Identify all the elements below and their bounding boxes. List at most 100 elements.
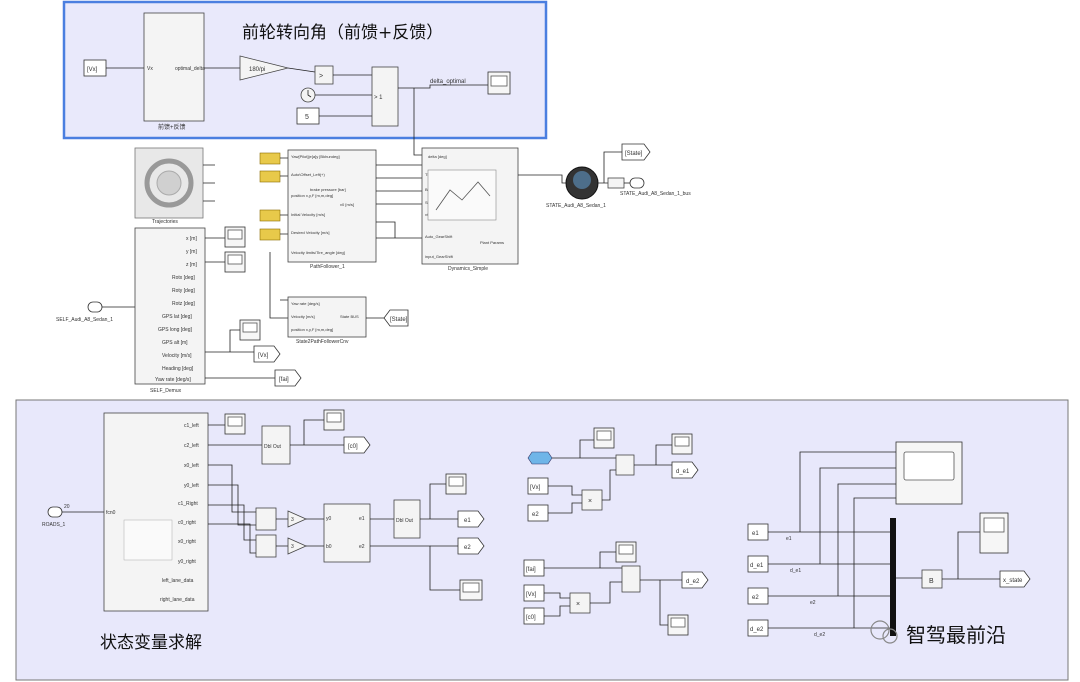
self-demux-label: SELF_Demux — [150, 388, 182, 394]
de2-goto[interactable] — [681, 571, 709, 589]
bus-selector[interactable] — [607, 177, 625, 189]
svg-text:Heading [deg]: Heading [deg] — [162, 366, 194, 372]
e2-from-2-label: e2 — [752, 595, 759, 601]
svg-text:GPS alt [m]: GPS alt [m] — [162, 340, 188, 346]
path-follower-block[interactable] — [287, 149, 377, 263]
yellow-const-1[interactable] — [259, 152, 281, 165]
roads-inport[interactable] — [47, 506, 63, 518]
sum-block-de2[interactable] — [621, 565, 641, 593]
dbl-out-label-2: Dbl Out — [396, 518, 414, 524]
ego-out-label: STATE_Audi_A8_Sedan_1_bus — [620, 191, 691, 197]
svg-text:e2: e2 — [359, 544, 365, 550]
c0-goto-label: [c0] — [348, 444, 358, 450]
svg-text:Roty [deg]: Roty [deg] — [172, 288, 195, 294]
trajectories-label: Trajectories — [152, 219, 178, 225]
e1-goto[interactable] — [457, 510, 485, 528]
svg-text:3: 3 — [291, 544, 294, 550]
dbl-out-label-1: Dbl Out — [264, 444, 282, 450]
roads-num: 20 — [64, 504, 70, 510]
constant-value: 5 — [305, 114, 309, 121]
state-goto[interactable] — [621, 143, 651, 161]
de2-goto-label: d_e2 — [686, 579, 700, 585]
svg-text:Yaw rate [deg/s]: Yaw rate [deg/s] — [155, 377, 191, 383]
e2-goto-label: e2 — [464, 545, 471, 551]
ego-label: STATE_Audi_A8_Sedan_1 — [546, 203, 606, 209]
yellow-const-4[interactable] — [259, 228, 281, 241]
svg-text:Auto\Offset_Left(+): Auto\Offset_Left(+) — [291, 172, 326, 177]
svg-text:Yaw[Pilot]|e[a]y [Bkhundeg]: Yaw[Pilot]|e[a]y [Bkhundeg] — [291, 154, 340, 159]
wire-label-de1: d_e1 — [790, 568, 801, 574]
self-demux-block[interactable] — [134, 227, 206, 385]
svg-text:x0_left: x0_left — [184, 463, 199, 469]
bus-port-2: Velocity [m/s] — [291, 314, 315, 319]
e1-goto-label: e1 — [464, 518, 471, 524]
gain-block-2[interactable] — [287, 537, 307, 555]
svg-text:Velocity limits/Tire_angle [de: Velocity limits/Tire_angle [deg] — [291, 250, 345, 255]
svg-text:GPS lat [deg]: GPS lat [deg] — [162, 314, 192, 320]
svg-text:Initial Velocity [m/s]: Initial Velocity [m/s] — [291, 212, 325, 217]
x-state-label: x_state — [1003, 578, 1023, 584]
svg-text:Velocity [m/s]: Velocity [m/s] — [162, 353, 192, 359]
switch-block[interactable] — [371, 66, 399, 127]
vx-from-label: [Vx] — [87, 67, 98, 73]
wire-label-e2: e2 — [810, 600, 816, 606]
bus-port-4: State BUS — [340, 314, 359, 319]
subsystem-port-out: optimal_delta — [175, 66, 205, 72]
svg-text:right_lane_data: right_lane_data — [160, 597, 195, 603]
roads-demux-ports: c1_left c2_left x0_left y0_left c1_Right… — [160, 423, 199, 603]
de1-goto[interactable] — [671, 461, 699, 479]
roads-demux-block[interactable] — [103, 412, 209, 612]
svg-text:e1: e1 — [359, 516, 365, 522]
e2-goto[interactable] — [457, 537, 485, 555]
gain-block[interactable] — [239, 55, 289, 81]
sum-block-1[interactable] — [255, 507, 277, 531]
path-follower-label: PathFollower_1 — [310, 264, 345, 270]
svg-text:GPS long [deg]: GPS long [deg] — [158, 327, 193, 333]
subsystem-port-in: Vx — [147, 66, 153, 72]
bus-port-3: position x,y,F [m,m,deg] — [291, 327, 333, 332]
svg-text:y0: y0 — [326, 516, 332, 522]
gain-block-1[interactable] — [287, 510, 307, 528]
svg-text:>: > — [319, 73, 323, 80]
sum-block-2[interactable] — [255, 534, 277, 558]
state-from[interactable] — [383, 309, 409, 327]
self-inport[interactable] — [87, 301, 103, 313]
x-state-goto[interactable] — [999, 570, 1031, 588]
roads-inport-label: ROADS_1 — [42, 522, 66, 528]
svg-text:z [m]: z [m] — [186, 262, 197, 268]
state2pathfollower-block[interactable] — [287, 296, 367, 338]
c0-goto[interactable] — [343, 436, 371, 454]
yellow-const-2[interactable] — [259, 170, 281, 183]
vx-from-3-label: [Vx] — [526, 592, 537, 598]
state-from-label: [State] — [390, 317, 408, 323]
yellow-const-3[interactable] — [259, 209, 281, 222]
c0-from-label: [c0] — [526, 615, 536, 621]
bus-port-1: Yaw rate [deg/s] — [291, 301, 320, 306]
b-matrix-label: B — [929, 578, 934, 585]
dbl-out-block-2[interactable] — [393, 499, 421, 539]
relational-op-block[interactable] — [314, 65, 334, 85]
vx-goto[interactable] — [253, 345, 281, 363]
fcn-block[interactable] — [323, 503, 371, 563]
mux-bar[interactable] — [890, 518, 896, 636]
svg-text:y0_left: y0_left — [184, 483, 199, 489]
sum-block-de1[interactable] — [615, 454, 635, 476]
svg-text:3: 3 — [291, 517, 294, 523]
self-inport-label: SELF_Audi_A8_Sedan_1 — [56, 317, 113, 323]
delta-optimal-label: delta_optimal — [430, 79, 466, 85]
svg-text:c2_left: c2_left — [184, 443, 199, 449]
ego-outport[interactable] — [629, 177, 645, 189]
bottom-panel-title: 状态变量求解 — [100, 633, 202, 653]
e2-from-label: e2 — [532, 512, 539, 518]
watermark: 智驾最前沿 — [870, 620, 1006, 647]
wire-label-de2: d_e2 — [814, 632, 825, 638]
feedforward-feedback-subsystem[interactable] — [143, 12, 205, 122]
top-panel-title: 前轮转向角（前馈+反馈） — [242, 23, 443, 43]
roads-mux-label: fcn0 — [106, 510, 116, 516]
fai-goto[interactable] — [274, 369, 302, 387]
de1-from-label: d_e1 — [750, 563, 764, 569]
fai-goto-label: [fai] — [279, 377, 289, 383]
blue-from-tag[interactable] — [527, 451, 553, 465]
svg-text:Rotx [deg]: Rotx [deg] — [172, 275, 195, 281]
svg-text:input_GearShift: input_GearShift — [425, 254, 454, 259]
